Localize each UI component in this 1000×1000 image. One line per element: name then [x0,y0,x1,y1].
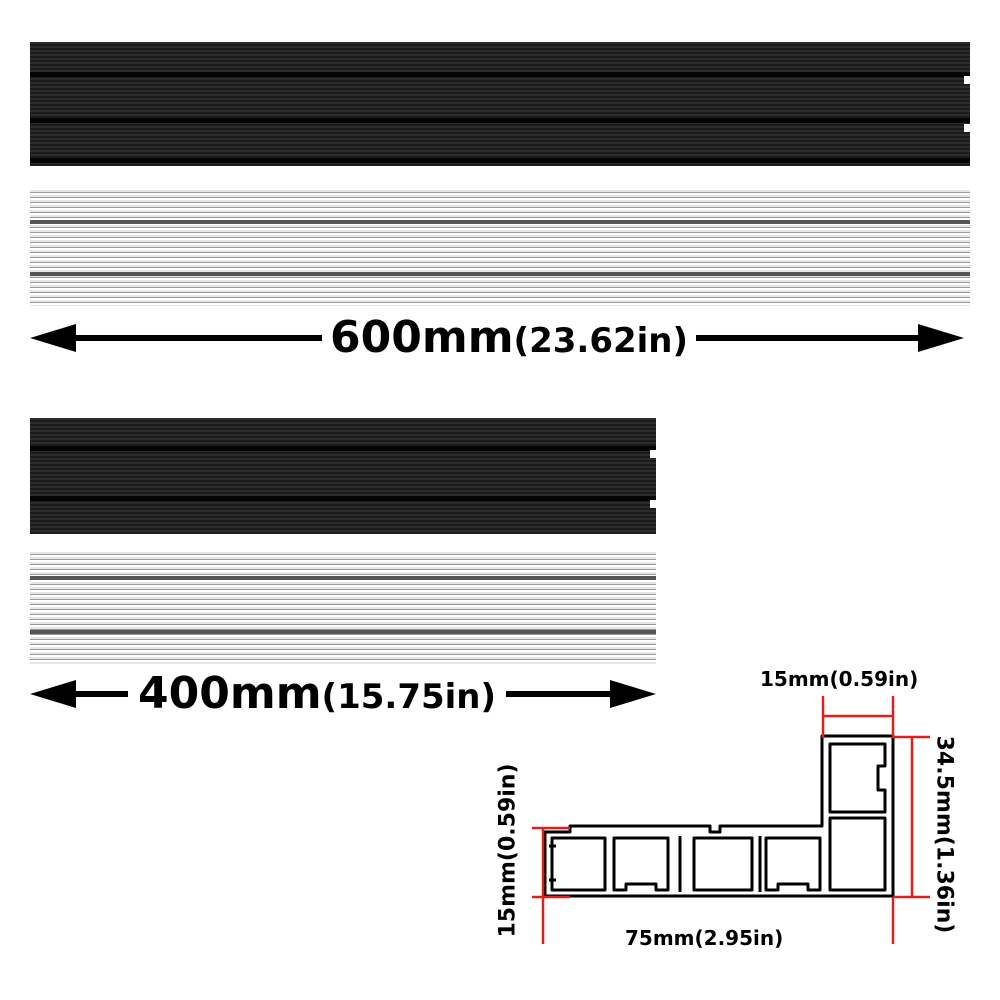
total-width-label: 75mm(2.95in) [625,926,784,950]
length-label-400mm: 400mm(15.75in) [128,666,507,731]
length-label-600mm: 600mm(23.62in) [322,310,697,375]
total-height-label: 34.5mm(1.36in) [931,735,957,934]
rail-600mm-silver [30,190,970,306]
slot-width-label: 15mm(0.59in) [760,667,919,691]
length-mm-400: 400mm [138,668,322,719]
arrow-left-icon [30,324,76,352]
profile-outline [543,734,895,898]
length-dimension-600mm: 600mm(23.62in) [30,310,964,375]
rail-600mm-black [30,42,970,166]
rail-400mm-black [30,418,656,534]
length-in-400: (15.75in) [321,677,497,717]
length-dimension-400mm: 400mm(15.75in) [30,666,656,731]
length-in-600: (23.62in) [513,321,689,361]
rail-400mm-silver [30,552,656,664]
base-height-label: 15mm(0.59in) [495,763,521,938]
arrow-left-icon [30,680,76,708]
dimension-lines [532,696,930,944]
length-mm-600: 600mm [330,312,514,363]
arrow-right-icon [918,324,964,352]
arrow-right-icon [610,680,656,708]
